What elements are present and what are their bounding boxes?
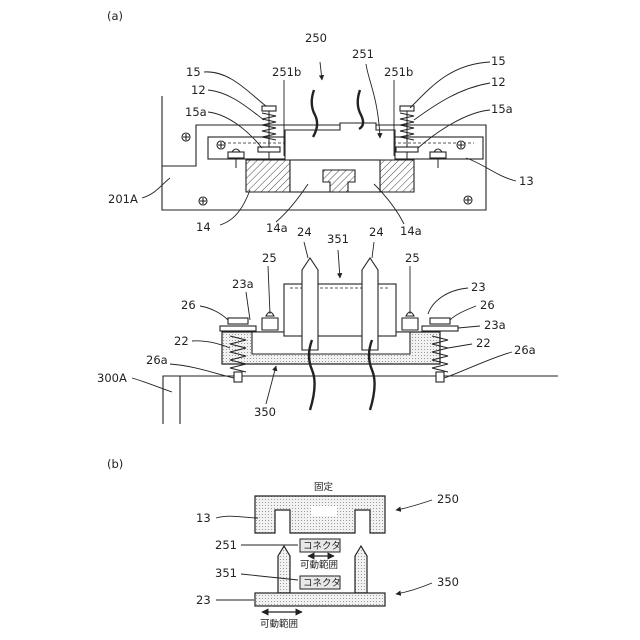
label-24-left: 24 [297, 225, 312, 239]
screw-15-right [396, 106, 418, 160]
lower-assembly-350 [163, 258, 558, 424]
bracket-25-left [262, 318, 278, 330]
label-13-b: 13 [196, 511, 211, 525]
label-25-right: 25 [405, 251, 420, 265]
label-13: 13 [519, 174, 534, 188]
label-23a-left: 23a [232, 277, 254, 291]
label-250: 250 [305, 31, 327, 45]
label-22-left: 22 [174, 334, 189, 348]
holder-14-right [380, 160, 414, 192]
label-26a-left: 26a [146, 353, 168, 367]
schematic-250: 固定 250 13 コネクタ 251 可動範囲 [196, 481, 459, 571]
label-300A: 300A [97, 371, 127, 385]
label-26-left: 26 [181, 298, 196, 312]
pin-24-left [302, 258, 318, 350]
label-fixed: 固定 [314, 481, 334, 493]
schematic-350: コネクタ 351 23 350 可動範囲 [196, 546, 459, 630]
label-14: 14 [196, 220, 211, 234]
pin-right-b [355, 546, 367, 593]
label-351: 351 [327, 232, 349, 246]
label-251b-left: 251b [272, 65, 301, 79]
upper-assembly-250 [162, 90, 486, 210]
label-26-right: 26 [480, 298, 495, 312]
label-23-b: 23 [196, 593, 211, 607]
label-15a-right: 15a [491, 102, 513, 116]
label-12-right: 12 [491, 75, 506, 89]
label-14a-right: 14a [400, 224, 422, 238]
label-351-b: 351 [215, 566, 237, 580]
label-25-left: 25 [262, 251, 277, 265]
label-12-left: 12 [191, 83, 206, 97]
label-350: 350 [254, 405, 276, 419]
connector-351 [284, 284, 396, 336]
screw-15-left [258, 106, 280, 160]
label-250-b: 250 [437, 492, 459, 506]
panel-a-label: (a) [107, 9, 123, 23]
label-22-right: 22 [476, 336, 491, 350]
label-15a-left: 15a [185, 105, 207, 119]
clip-left [228, 149, 244, 168]
label-15-left: 15 [186, 65, 201, 79]
plate-23 [255, 593, 385, 606]
base-300A [163, 376, 558, 424]
movable-label-top: 可動範囲 [300, 559, 338, 571]
label-251b-right: 251b [384, 65, 413, 79]
label-350-b: 350 [437, 575, 459, 589]
bracket-25-right [402, 318, 418, 330]
pin-24-right [362, 258, 378, 350]
panel-b-label: (b) [107, 457, 123, 471]
label-251-b: 251 [215, 538, 237, 552]
movable-label-bottom: 可動範囲 [260, 618, 298, 630]
label-251: 251 [352, 47, 374, 61]
label-23-right: 23 [471, 280, 486, 294]
label-23a-right: 23a [484, 318, 506, 332]
connector-text-bottom: コネクタ [303, 578, 341, 589]
connector-251 [285, 123, 395, 160]
clip-right [430, 149, 446, 168]
connector-text-top: コネクタ [303, 541, 341, 552]
label-15-right: 15 [491, 54, 506, 68]
label-26a-right: 26a [514, 343, 536, 357]
label-201A: 201A [108, 192, 138, 206]
label-14a-left: 14a [266, 221, 288, 235]
pin-left-b [278, 546, 290, 593]
holder-14-left [246, 160, 290, 192]
label-24-right: 24 [369, 225, 384, 239]
